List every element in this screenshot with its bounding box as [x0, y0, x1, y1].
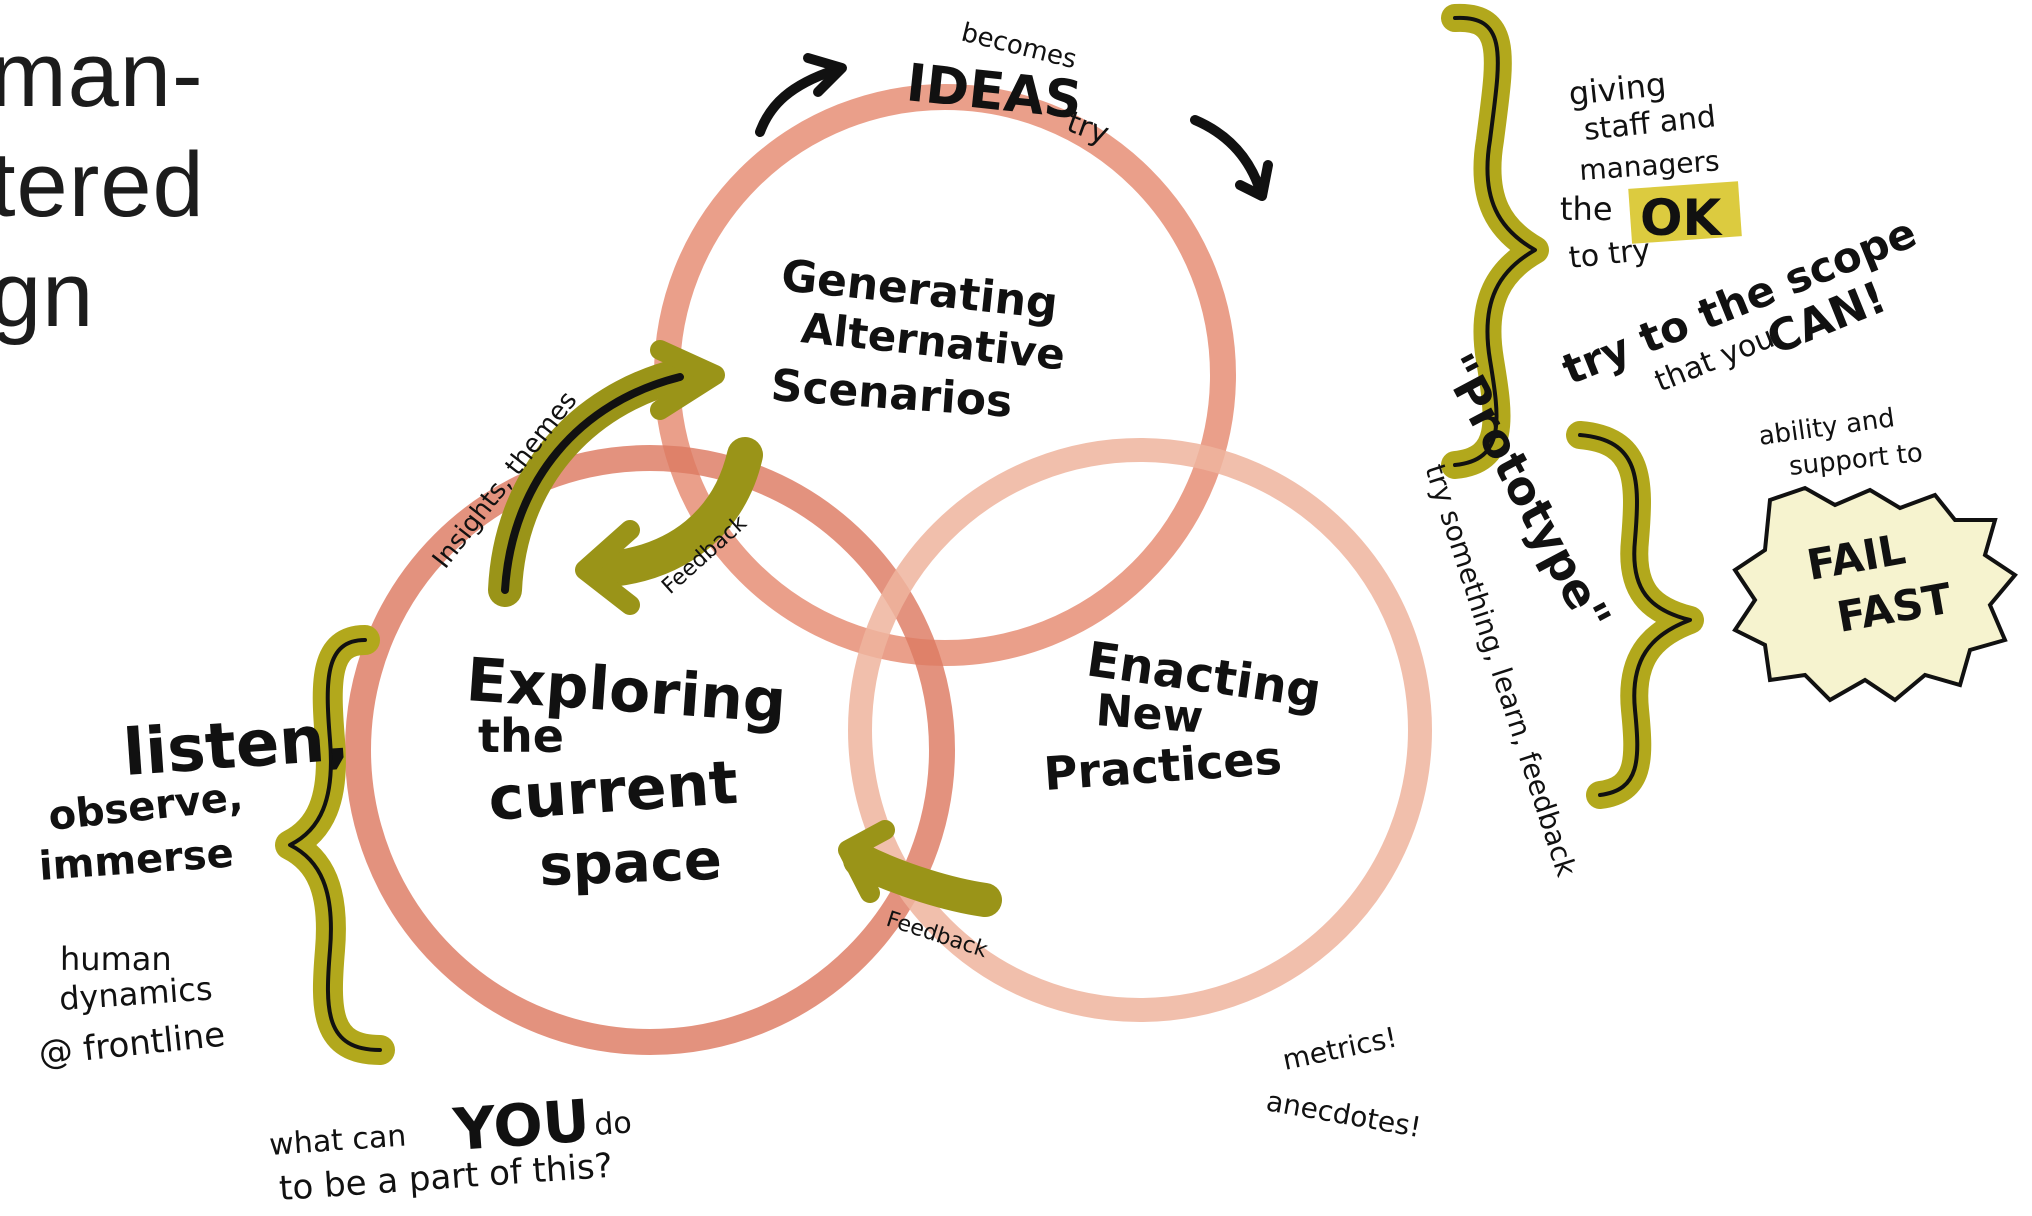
- top-arrows: [755, 53, 1273, 201]
- right-braces: [1441, 3, 1704, 809]
- exploring-line-3: current: [486, 748, 740, 835]
- slide-title-line-1: man-: [0, 24, 204, 126]
- enacting-line-2: New: [1094, 685, 1205, 743]
- brace-bottom-core: [1578, 433, 1692, 797]
- what-can-label: what can: [268, 1119, 407, 1163]
- ring-enacting: [848, 438, 1432, 1022]
- label-enacting: Enacting New Practices: [1042, 631, 1325, 801]
- ok-label: OK: [1640, 189, 1724, 247]
- ring-exploring: [345, 445, 955, 1055]
- giving-block: giving staff and managers the OK to try …: [1555, 65, 1923, 399]
- metrics-label: metrics!: [1280, 1020, 1400, 1076]
- feedback-arrow-top-icon: [582, 437, 763, 588]
- insights-arrow-core: [501, 373, 684, 594]
- human-label: human: [60, 940, 172, 978]
- arrow-up-right-head: [803, 53, 847, 97]
- brace-top-core: [1453, 15, 1537, 467]
- frontline-label: @ frontline: [37, 1015, 227, 1074]
- you-label: YOU: [450, 1087, 592, 1164]
- insights-arrow-head: [650, 340, 725, 420]
- listen-label: listen,: [121, 701, 351, 791]
- slide-title-line-2: tered: [0, 134, 205, 236]
- arrow-down-right-head: [1235, 160, 1273, 201]
- feedback-arrow-bottom-head: [838, 820, 895, 903]
- ok-highlight: [1628, 181, 1742, 244]
- do-label: do: [593, 1105, 633, 1143]
- enacting-line-3: Practices: [1042, 730, 1283, 800]
- label-generating: Generating Alternative Scenarios: [769, 250, 1067, 428]
- exploring-line-4: space: [538, 828, 723, 899]
- feedback-arrow-bottom-icon: [843, 843, 1002, 917]
- anecdotes-label: anecdotes!: [1264, 1084, 1424, 1144]
- to-try-label: to try: [1567, 233, 1652, 276]
- left-brace: [275, 625, 395, 1065]
- giving-line-4: the: [1560, 190, 1613, 228]
- immerse-label: immerse: [37, 830, 235, 889]
- exploring-line-2: the: [478, 709, 564, 763]
- slide-title: man- tered gn: [0, 20, 205, 350]
- olive-arrows: [488, 340, 1002, 917]
- arrow-down-right-icon: [1190, 115, 1265, 195]
- brace-left-core: [288, 638, 382, 1052]
- label-exploring: Exploring the current space: [464, 645, 788, 899]
- starburst-icon: [1732, 485, 2018, 703]
- arrow-up-right-icon: [755, 65, 840, 137]
- slide-title-line-3: gn: [0, 244, 95, 346]
- giving-line-3: managers: [1578, 144, 1720, 187]
- observe-label: observe,: [46, 774, 245, 840]
- fail-fast-block: ability and support to FAIL FAST: [1732, 403, 2018, 703]
- feedback-arrow-top-head: [575, 520, 640, 615]
